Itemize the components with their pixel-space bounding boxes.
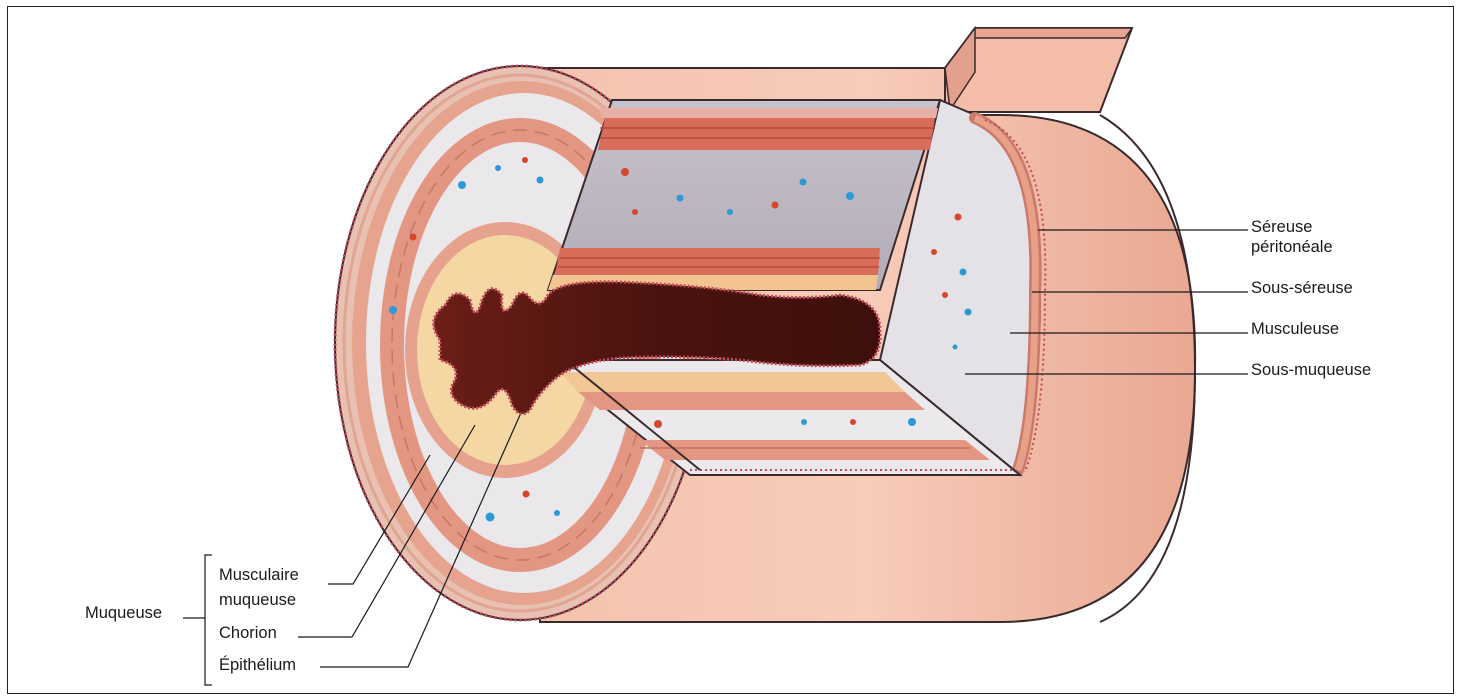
label-chorion: Chorion bbox=[219, 624, 277, 643]
muqueuse-bracket bbox=[205, 555, 212, 685]
label-musculeuse: Musculeuse bbox=[1251, 320, 1339, 339]
label-sereuse-line2: péritonéale bbox=[1251, 238, 1333, 257]
label-musculaire-line2: muqueuse bbox=[219, 591, 296, 610]
label-sereuse-line1: Séreuse bbox=[1251, 218, 1312, 237]
upper-cut-wall bbox=[548, 100, 940, 290]
label-musculaire-line1: Musculaire bbox=[219, 566, 299, 585]
label-sous-sereuse: Sous-séreuse bbox=[1251, 279, 1353, 298]
label-muqueuse: Muqueuse bbox=[85, 604, 162, 623]
label-sous-muqueuse: Sous-muqueuse bbox=[1251, 361, 1371, 380]
label-epithelium: Épithélium bbox=[219, 656, 296, 675]
